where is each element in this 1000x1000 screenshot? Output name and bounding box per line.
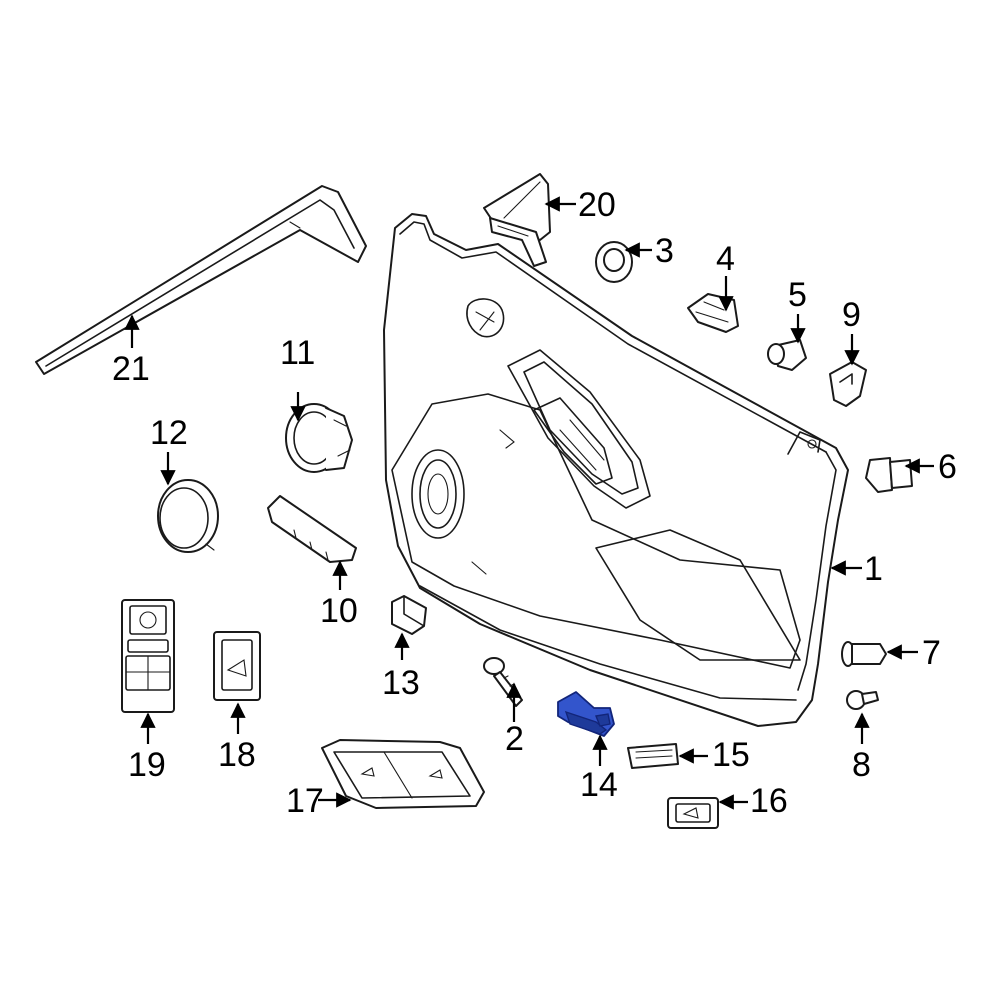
part-20-mirror-trim[interactable] (483, 173, 551, 267)
callout-12: 12 (150, 414, 188, 452)
callout-18: 18 (218, 736, 256, 774)
part-17-switch-bezel[interactable] (321, 739, 485, 809)
callout-7: 7 (922, 634, 941, 672)
callout-2: 2 (505, 720, 524, 758)
callout-5: 5 (788, 276, 807, 314)
callout-19: 19 (128, 746, 166, 784)
callout-8: 8 (852, 746, 871, 784)
part-7-push-pin[interactable] (841, 641, 887, 667)
leader-lines (124, 196, 934, 810)
part-14-switch-bracket[interactable] (557, 691, 615, 737)
callout-1: 1 (864, 550, 883, 588)
part-6-clip[interactable] (865, 457, 913, 493)
part-16-switch[interactable] (667, 797, 719, 829)
callout-11: 11 (280, 334, 315, 372)
part-13-cap[interactable] (391, 595, 427, 635)
callout-13: 13 (382, 664, 420, 702)
callout-6: 6 (938, 448, 957, 486)
part-19-master-switch[interactable] (121, 599, 175, 713)
callout-labels: 1 2 3 4 5 6 7 8 9 10 11 12 13 14 15 16 1… (112, 186, 957, 820)
callout-21: 21 (112, 350, 150, 388)
part-5-push-clip[interactable] (767, 339, 807, 371)
part-21-belt-molding[interactable] (35, 185, 367, 375)
callout-15: 15 (712, 736, 750, 774)
callout-10: 10 (320, 592, 358, 630)
part-10-handle-trim[interactable] (267, 495, 357, 563)
callout-14: 14 (580, 766, 618, 804)
callout-4: 4 (716, 240, 735, 278)
part-1-door-trim-panel[interactable] (383, 213, 849, 727)
part-15-filler[interactable] (627, 743, 679, 769)
callout-3: 3 (655, 232, 674, 270)
callout-17: 17 (286, 782, 324, 820)
part-18-window-switch[interactable] (213, 631, 261, 701)
callout-9: 9 (842, 296, 861, 334)
part-11-tweeter[interactable] (285, 403, 353, 473)
part-3-grommet[interactable] (595, 241, 633, 283)
part-2-screw[interactable] (483, 657, 523, 707)
part-12-speaker-grille[interactable] (157, 479, 219, 553)
part-8-screw[interactable] (846, 690, 879, 710)
part-4-bracket[interactable] (687, 293, 739, 333)
callout-20: 20 (578, 186, 616, 224)
part-9-clip[interactable] (829, 361, 867, 407)
callout-16: 16 (750, 782, 788, 820)
